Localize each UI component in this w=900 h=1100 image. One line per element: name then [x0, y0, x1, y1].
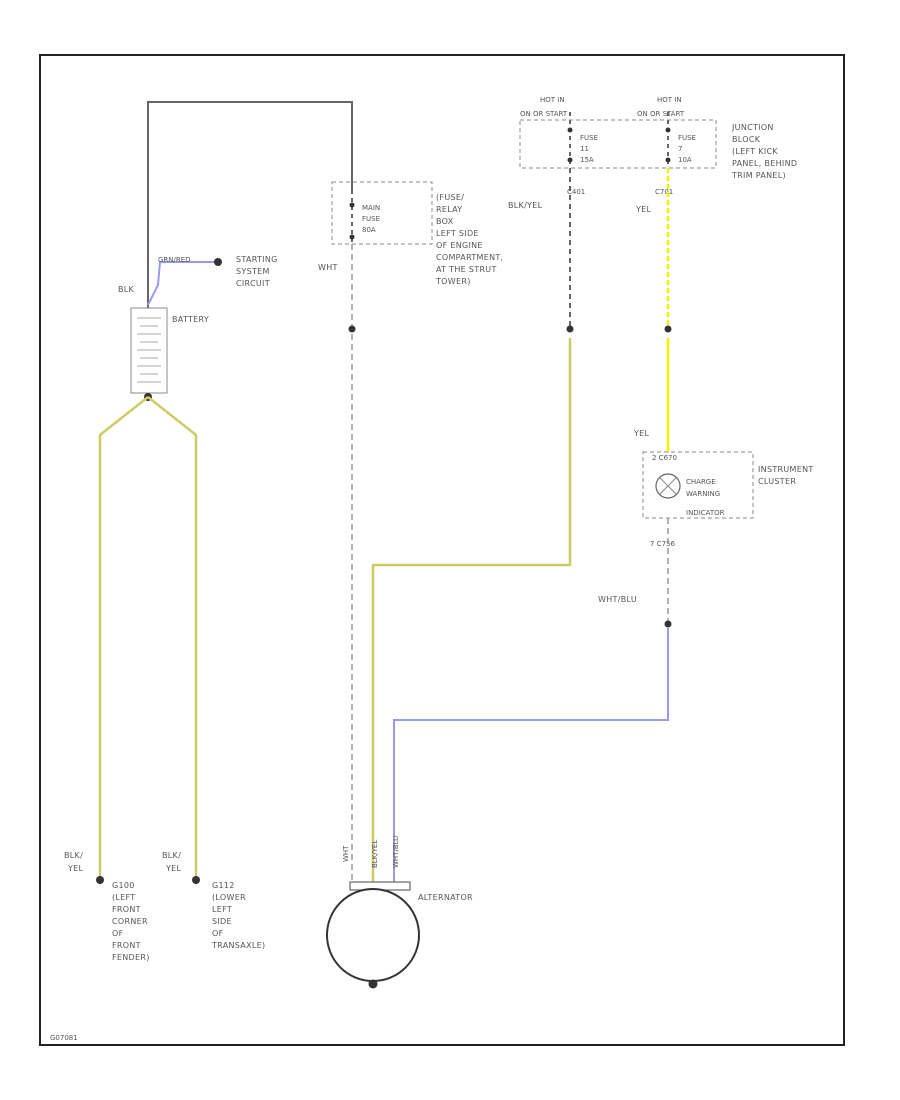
alt-terminal-1: WHT — [342, 845, 350, 862]
hot-right-2: ON OR START — [637, 110, 685, 118]
ground-right-id-2: (LOWER — [212, 893, 246, 902]
ground-left-id-5: OF — [112, 929, 124, 938]
junction-block-1: JUNCTION — [731, 123, 774, 132]
wht-blu-wire-label: WHT/BLU — [598, 595, 637, 604]
ground-g112-node — [192, 876, 200, 884]
blk-yel-wire-label: BLK/YEL — [508, 201, 543, 210]
cluster-label-2: CLUSTER — [758, 477, 796, 486]
ground-cable-left — [98, 396, 149, 878]
fuse-11-line-1: FUSE — [580, 134, 598, 142]
battery-cable-label: GRN/RED — [158, 256, 191, 264]
battery-wire-label: BLK — [118, 285, 135, 294]
ground-right-wire-1: BLK/ — [162, 851, 181, 860]
main-fuse-line-1: MAIN — [362, 204, 380, 212]
ground-right-id-3: LEFT — [212, 905, 232, 914]
hot-left-2: ON OR START — [520, 110, 568, 118]
fuse-box-loc-7: AT THE STRUT — [436, 265, 497, 274]
junction-block-5: TRIM PANEL) — [731, 171, 786, 180]
fuse-11-bottom — [567, 157, 573, 163]
fuse-box-loc-3: BOX — [436, 217, 454, 226]
wht-wire-node — [348, 325, 356, 333]
ground-g100-node — [96, 876, 104, 884]
main-fuse-bottom-node — [349, 234, 355, 240]
instrument-cluster-box — [642, 451, 754, 519]
wht-blu-node — [664, 620, 672, 628]
battery-label: BATTERY — [172, 315, 209, 324]
starting-label-1: STARTING — [236, 255, 278, 264]
ground-right-id-1: G112 — [212, 881, 235, 890]
fuse-7-line-1: FUSE — [678, 134, 696, 142]
fuse-11-line-3: 15A — [580, 156, 594, 164]
ground-left-id-2: (LEFT — [112, 893, 135, 902]
indicator-line-2: WARNING — [686, 490, 720, 498]
fuse-box-loc-2: RELAY — [436, 205, 463, 214]
ground-cable-right — [147, 396, 198, 878]
junction-block-box — [519, 119, 717, 169]
starting-circuit-node — [214, 258, 222, 266]
wht-wire-label: WHT — [318, 263, 338, 272]
blk-yel-wire-lower — [371, 338, 572, 882]
starting-label-2: SYSTEM — [236, 267, 270, 276]
alt-terminal-3: WHT/BLU — [392, 836, 400, 868]
ground-left-id-3: FRONT — [112, 905, 141, 914]
ground-left-wire-2: YEL — [67, 864, 84, 873]
cluster-label-1: INSTRUMENT — [758, 465, 814, 474]
ground-left-id-7: FENDER) — [112, 953, 150, 962]
blk-yel-node — [566, 325, 574, 333]
ground-left-id-6: FRONT — [112, 941, 141, 950]
fuse-box-loc-6: COMPARTMENT, — [436, 253, 503, 262]
diagram-frame — [39, 54, 845, 1046]
hot-left-1: HOT IN — [540, 96, 565, 104]
cluster-yel-label: YEL — [633, 429, 650, 438]
cluster-connector-bottom: 7 C756 — [650, 540, 675, 548]
yel-wire-label: YEL — [635, 205, 652, 214]
main-fuse-top-node — [349, 202, 355, 208]
yel-node — [664, 325, 672, 333]
battery-positive-cable — [147, 261, 215, 306]
ground-left-id-1: G100 — [112, 881, 135, 890]
wht-blu-wire-lower — [393, 628, 669, 882]
fuse-relay-box — [331, 181, 433, 245]
alternator-ground-node — [368, 979, 378, 989]
connector-c401: C401 — [567, 188, 585, 196]
lamp-cross-b — [659, 477, 677, 495]
alt-terminal-2: BLK/YEL — [371, 840, 379, 868]
indicator-line-3: INDICATOR — [686, 509, 725, 517]
cluster-connector-top: 2 C670 — [652, 454, 677, 462]
alternator-icon — [326, 888, 420, 982]
ground-left-wire-1: BLK/ — [64, 851, 83, 860]
ground-right-wire-2: YEL — [165, 864, 182, 873]
connector-c701: C701 — [655, 188, 673, 196]
fuse-box-loc-4: LEFT SIDE — [436, 229, 479, 238]
main-fuse-line-3: 80A — [362, 226, 376, 234]
fuse-box-loc-8: TOWER) — [435, 277, 471, 286]
ground-right-id-4: SIDE — [212, 917, 232, 926]
fuse-11-line-2: 11 — [580, 145, 589, 153]
ground-right-id-6: TRANSAXLE) — [211, 941, 265, 950]
fuse-box-loc-5: OF ENGINE — [436, 241, 483, 250]
fuse-7-top — [665, 127, 671, 133]
fuse-7-bottom — [665, 157, 671, 163]
indicator-line-1: CHARGE — [686, 478, 716, 486]
fuse-7-line-3: 10A — [678, 156, 692, 164]
battery-feed-wire — [147, 101, 353, 308]
hot-right-1: HOT IN — [657, 96, 682, 104]
starting-label-3: CIRCUIT — [236, 279, 270, 288]
ground-left-id-4: CORNER — [112, 917, 148, 926]
battery-symbol — [130, 307, 168, 394]
alternator-label: ALTERNATOR — [418, 893, 473, 902]
main-fuse-line-2: FUSE — [362, 215, 380, 223]
junction-block-4: PANEL, BEHIND — [732, 159, 797, 168]
fuse-7-line-2: 7 — [678, 145, 682, 153]
ground-right-id-5: OF — [212, 929, 224, 938]
junction-block-3: (LEFT KICK — [732, 147, 778, 156]
fuse-box-loc-1: (FUSE/ — [436, 193, 464, 202]
figure-id: G07081 — [50, 1034, 78, 1042]
junction-block-2: BLOCK — [732, 135, 761, 144]
fuse-11-top — [567, 127, 573, 133]
